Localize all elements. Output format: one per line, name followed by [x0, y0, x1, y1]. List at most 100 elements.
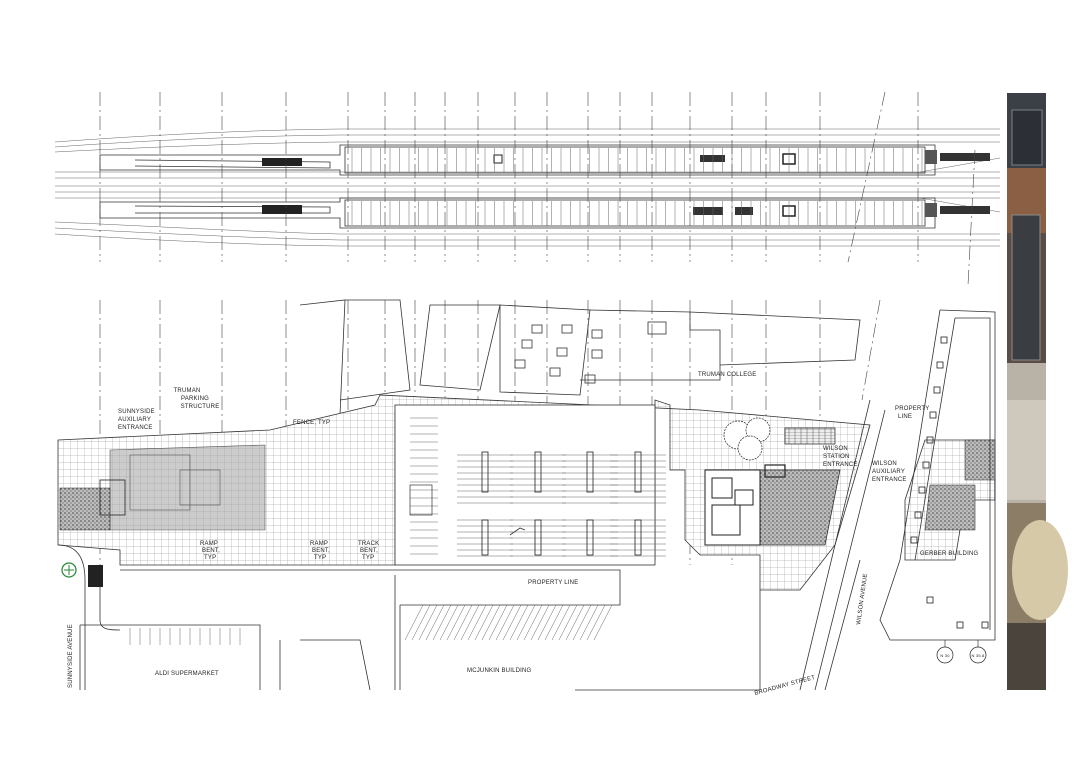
angled-stall: [411, 604, 431, 641]
label-ramp-1-c: TYP: [204, 555, 216, 561]
parking-island: [534, 519, 542, 556]
angled-stall: [495, 604, 515, 641]
svg-text:AUXILIARY: AUXILIARY: [872, 469, 905, 475]
label-property-line-top-2: LINE: [898, 414, 912, 420]
column-post: [981, 621, 989, 629]
svg-text:TYP: TYP: [362, 555, 374, 561]
label-ramp-1-a: RAMP: [200, 541, 218, 547]
svg-text:PARKING: PARKING: [181, 396, 209, 402]
svg-text:WILSON: WILSON: [823, 446, 848, 452]
track-plan: [54, 91, 1001, 286]
svg-text:STATION: STATION: [823, 454, 850, 460]
angled-stall: [460, 604, 480, 641]
wilson-aux-entrance: [879, 309, 996, 641]
column-post: [929, 411, 937, 419]
svg-text:WILSON: WILSON: [872, 461, 897, 467]
sunnyside-entrance-landscape: [59, 487, 111, 531]
parking-island: [586, 451, 594, 493]
sunnyside-aux-entrance-area: [109, 444, 266, 531]
grid-bubbles: [936, 640, 987, 664]
broadway-structure: [759, 399, 886, 691]
wilson-station-entrance: [704, 464, 841, 546]
column-post: [910, 536, 918, 544]
angled-stall: [502, 604, 522, 641]
svg-text:N 35.8: N 35.8: [972, 653, 986, 658]
label-wilson-aux-1: WILSON: [872, 461, 897, 467]
column-post: [926, 436, 934, 444]
svg-text:N 30: N 30: [940, 653, 950, 658]
angled-stall: [467, 604, 487, 641]
angled-stall: [586, 604, 606, 641]
grid-line: [847, 91, 886, 263]
svg-text:TYP: TYP: [314, 555, 326, 561]
column-post: [914, 511, 922, 519]
label-broadway: BROADWAY STREET: [754, 675, 816, 697]
angled-stall: [530, 604, 550, 641]
label-truman-parking-1: TRUMAN: [174, 388, 201, 394]
label-property-line-top-1: PROPERTY: [895, 406, 930, 412]
angled-stall: [551, 604, 571, 641]
label-wilson-station-2: STATION: [823, 454, 850, 460]
label-ramp-2-a: RAMP: [310, 541, 328, 547]
svg-text:GERBER BUILDING: GERBER BUILDING: [920, 551, 978, 557]
label-wilson-station-1: WILSON: [823, 446, 848, 452]
angled-stall: [516, 604, 536, 641]
label-ramp-1-b: BENT,: [202, 548, 220, 554]
label-bubble-1: N 30: [940, 653, 950, 658]
angled-stall: [488, 604, 508, 641]
svg-text:RAMP: RAMP: [200, 541, 218, 547]
stair-block: [88, 565, 103, 587]
column-post: [940, 336, 948, 344]
svg-text:AUXILIARY: AUXILIARY: [118, 417, 151, 423]
angled-stall: [572, 604, 592, 641]
label-truman-college: TRUMAN COLLEGE: [698, 372, 756, 378]
label-track-bent-c: TYP: [362, 555, 374, 561]
photo-strip: [1007, 93, 1068, 690]
svg-text:MCJUNKIN BUILDING: MCJUNKIN BUILDING: [467, 668, 532, 674]
label-wilson-aux-3: ENTRANCE: [872, 477, 907, 483]
angled-stall: [418, 604, 438, 641]
angled-stall: [439, 604, 459, 641]
label-fence: FENCE, TYP: [293, 420, 330, 426]
angled-stall: [432, 604, 452, 641]
column-post: [926, 596, 934, 604]
svg-text:STRUCTURE: STRUCTURE: [181, 404, 220, 410]
label-sunnyside-aux-1: SUNNYSIDE: [118, 409, 155, 415]
plan-labels: TRUMAN PARKING STRUCTURE SUNNYSIDE AUXIL…: [68, 372, 985, 697]
svg-text:TRUMAN: TRUMAN: [174, 388, 201, 394]
angled-stall: [509, 604, 529, 641]
sunnyside-avenue-edges: [57, 544, 760, 691]
parking-island: [534, 451, 542, 493]
label-gerber: GERBER BUILDING: [920, 551, 978, 557]
label-sunnyside-avenue: SUNNYSIDE AVENUE: [68, 624, 74, 688]
angled-stall: [474, 604, 494, 641]
column-grid-top: [99, 91, 976, 286]
label-wilson-aux-2: AUXILIARY: [872, 469, 905, 475]
grid-line: [967, 149, 976, 286]
angled-stall: [523, 604, 543, 641]
parking-island: [586, 519, 594, 556]
angled-stall: [593, 604, 613, 641]
svg-text:FENCE, TYP: FENCE, TYP: [293, 420, 330, 426]
trees: [723, 417, 836, 461]
svg-text:BENT,: BENT,: [360, 548, 378, 554]
svg-text:PROPERTY LINE: PROPERTY LINE: [528, 580, 578, 586]
svg-text:BENT,: BENT,: [312, 548, 330, 554]
angled-stall: [446, 604, 466, 641]
svg-text:ALDI SUPERMARKET: ALDI SUPERMARKET: [155, 671, 219, 677]
truman-college-buildings: [299, 299, 861, 416]
label-sunnyside-aux-2: AUXILIARY: [118, 417, 151, 423]
parking-lot: [394, 404, 666, 566]
site-plan: TRUMAN PARKING STRUCTURE SUNNYSIDE AUXIL…: [57, 299, 996, 697]
svg-text:WILSON AVENUE: WILSON AVENUE: [856, 573, 869, 625]
svg-text:BENT,: BENT,: [202, 548, 220, 554]
svg-text:LINE: LINE: [898, 414, 912, 420]
parking-island: [634, 451, 642, 493]
label-track-bent-b: BENT,: [360, 548, 378, 554]
svg-text:ENTRANCE: ENTRANCE: [823, 462, 858, 468]
column-post: [933, 386, 941, 394]
svg-text:TRACK: TRACK: [358, 541, 379, 547]
track-lines: [54, 128, 1001, 247]
label-bubble-2: N 35.8: [972, 653, 986, 658]
